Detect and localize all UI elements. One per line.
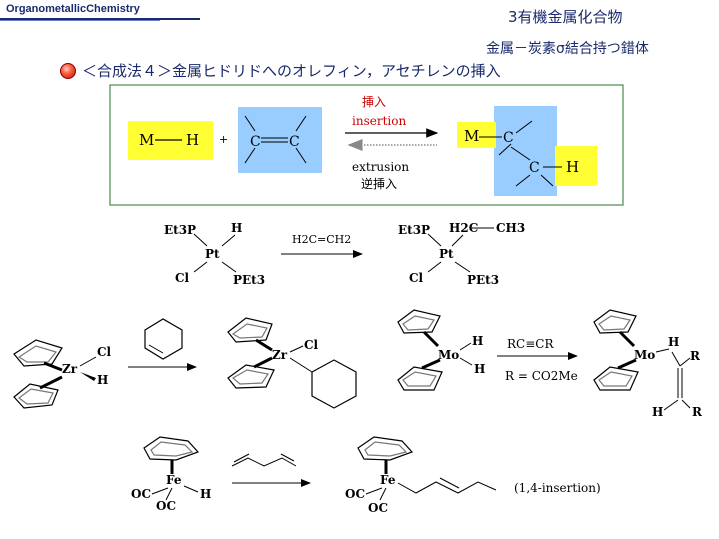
pt-h: H — [231, 221, 242, 235]
scheme-m-label: M — [139, 131, 154, 149]
mo2-cp-bottom — [593, 366, 639, 391]
scheme-frame — [109, 84, 624, 206]
fe-cp-left — [143, 436, 200, 461]
pt-cl: Cl — [175, 271, 190, 285]
section-heading-text: ＜合成法４＞金属ヒドリドへのオレフィン，アセチレンの挿入 — [82, 62, 501, 80]
header-underline-light — [0, 20, 160, 21]
zr2-cp-top — [227, 317, 273, 343]
zr1-h: H — [97, 373, 108, 387]
header-underline — [0, 18, 200, 20]
mo2-cp-top — [593, 309, 637, 334]
fe2-oc1: OC — [345, 487, 365, 501]
mo1-center: Mo — [438, 348, 459, 362]
zr2-cp-bottom — [227, 364, 275, 389]
fe1-center: Fe — [166, 473, 182, 487]
mo-reagent: RC≡CR — [507, 337, 554, 351]
zr2-cl: Cl — [304, 338, 319, 352]
mo1-h2: H — [474, 362, 485, 376]
fe1-h: H — [200, 487, 211, 501]
mo2-vinyl-h: H — [652, 405, 663, 419]
extrusion-jp-label: 逆挿入 — [361, 176, 397, 191]
scheme-plus: + — [219, 133, 228, 146]
pt-pet3: PEt3 — [233, 273, 265, 287]
olefin-highlight-box — [238, 107, 322, 173]
product-c1: C — [503, 130, 514, 146]
pt-et3p: Et3P — [164, 223, 196, 237]
product-m-box — [457, 122, 496, 148]
fe2-oc2: OC — [368, 501, 388, 515]
insertion-jp-label: 挿入 — [362, 95, 386, 109]
fe1-oc2: OC — [156, 499, 176, 513]
scheme-h-label: H — [186, 131, 199, 149]
pt2-et3p: Et3P — [398, 223, 430, 237]
product-blue-box — [494, 106, 557, 196]
butadiene — [231, 457, 297, 467]
zr2-center: Zr — [272, 348, 288, 362]
zr-cp-bottom — [13, 383, 59, 409]
extrusion-en-label: extrusion — [352, 160, 409, 174]
insertion-en-label: insertion — [352, 114, 406, 128]
mo-cp-bottom — [397, 366, 443, 391]
product-h-label: H — [566, 158, 579, 176]
fe-note: (1,4-insertion) — [514, 481, 601, 495]
pt2-pet3: PEt3 — [467, 273, 499, 287]
mo2-r2: R — [692, 405, 703, 419]
butenyl-chain — [397, 481, 497, 494]
mo-r-definition: R = CO2Me — [505, 369, 578, 383]
zr-cp-top — [13, 339, 63, 367]
course-title: OrganometallicChemistry — [6, 3, 140, 15]
pt2-center: Pt — [439, 247, 454, 261]
chapter-title: 3有機金属化合物 — [508, 8, 623, 26]
fe2-center: Fe — [380, 473, 396, 487]
fe1-oc1: OC — [131, 487, 151, 501]
mo2-h: H — [668, 335, 679, 349]
pt2-ch3: CH3 — [496, 221, 525, 235]
product-m-label: M — [464, 127, 479, 145]
mo1-h1: H — [472, 334, 483, 348]
zr1-cl: Cl — [97, 345, 112, 359]
red-bullet-icon — [60, 62, 76, 79]
scheme-c2: C — [289, 134, 300, 150]
cyclohexyl-ring — [311, 359, 357, 409]
mo-cp-top — [397, 309, 441, 334]
slide-subtitle: 金属－炭素σ結合持つ錯体 — [486, 41, 649, 57]
product-c2: C — [529, 160, 540, 176]
zr1-center: Zr — [62, 362, 78, 376]
pt2-h2c: H2C — [449, 221, 478, 235]
cyclohexene-ring — [144, 318, 183, 360]
mo2-r1: R — [690, 349, 701, 363]
pt-reagent: H2C=CH2 — [292, 233, 351, 246]
product-h-box — [555, 146, 597, 186]
pt-center: Pt — [205, 247, 220, 261]
scheme-c1: C — [250, 134, 261, 150]
section-heading: ＜合成法４＞金属ヒドリドへのオレフィン，アセチレンの挿入 — [60, 60, 501, 81]
pt2-cl: Cl — [409, 271, 424, 285]
fe-cp-right — [357, 436, 414, 461]
mo2-center: Mo — [634, 348, 655, 362]
